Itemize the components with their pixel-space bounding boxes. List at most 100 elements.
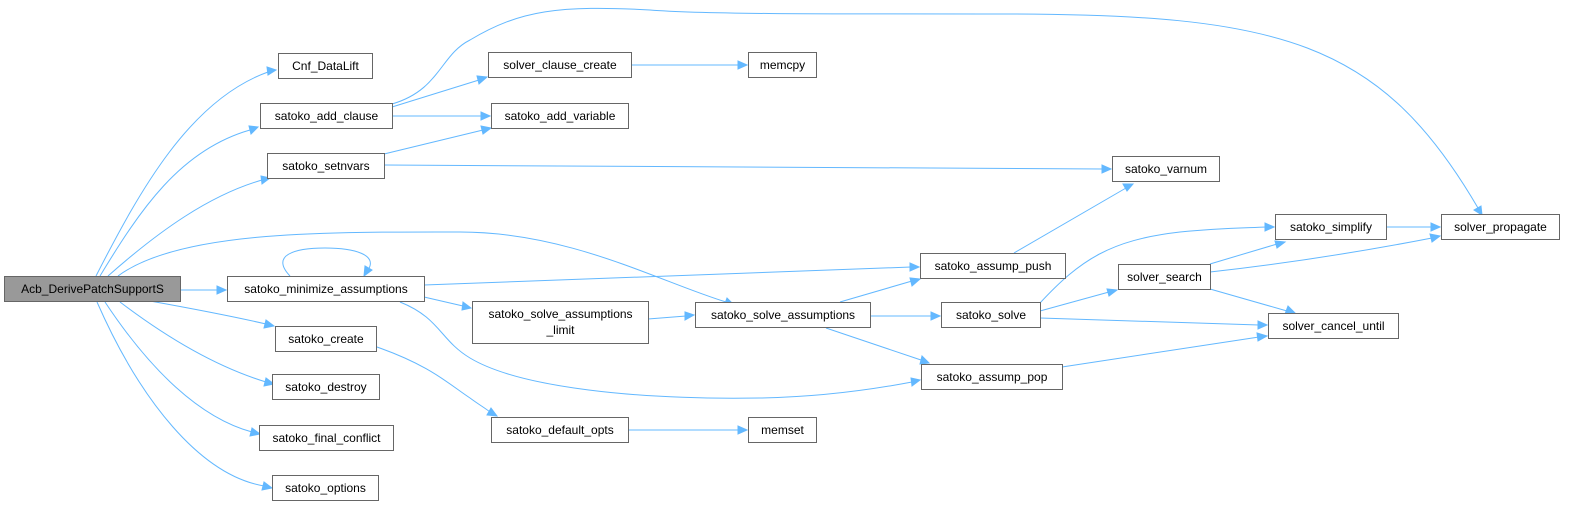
arrowhead <box>1429 233 1442 243</box>
arrowhead <box>461 301 473 311</box>
node-satoko-add-variable[interactable]: satoko_add_variable <box>491 103 629 129</box>
node-satoko-assump-push[interactable]: satoko_assump_push <box>920 253 1066 279</box>
edge-solve-to-search <box>1039 291 1110 312</box>
edge-setnvars-to-add-variable <box>383 129 484 155</box>
node-label: satoko_destroy <box>285 380 366 394</box>
arrowhead <box>480 125 493 135</box>
node-label: solver_search <box>1127 270 1202 284</box>
node-satoko-simplify[interactable]: satoko_simplify <box>1275 214 1387 240</box>
arrowhead <box>249 427 262 437</box>
edge-sal-to-solve-assumptions <box>647 315 687 320</box>
edge-minimize-to-sal <box>423 296 464 307</box>
edge-minimize-to-assump-push <box>423 266 912 286</box>
arrowhead <box>919 355 931 365</box>
edge-minimize-self-loop <box>282 247 371 277</box>
edge-assump-pop-to-cancel-until <box>1061 336 1260 368</box>
arrowhead <box>1284 305 1297 315</box>
node-label: satoko_options <box>285 481 366 495</box>
edge-assump-push-to-varnum <box>1013 187 1127 254</box>
node-label: satoko_simplify <box>1290 220 1372 234</box>
edge-add-clause-to-propagate <box>391 7 1479 209</box>
node-label-line2: _limit <box>545 323 575 337</box>
edge-solve-assumptions-to-assump-pop <box>825 327 922 361</box>
node-label: satoko_default_opts <box>506 423 613 437</box>
node-acb-derivepatchsupports[interactable]: Acb_DerivePatchSupportS <box>4 276 181 302</box>
node-satoko-solve[interactable]: satoko_solve <box>941 302 1041 328</box>
arrowhead <box>1274 240 1287 249</box>
node-satoko-default-opts[interactable]: satoko_default_opts <box>491 417 629 443</box>
edges <box>95 7 1483 491</box>
node-satoko-final-conflict[interactable]: satoko_final_conflict <box>259 425 394 451</box>
node-satoko-solve-assumptions-limit[interactable]: satoko_solve_assumptions _limit <box>472 301 649 344</box>
node-memcpy[interactable]: memcpy <box>748 52 817 78</box>
node-label: satoko_solve <box>956 308 1026 322</box>
arrowhead <box>363 265 373 278</box>
arrowhead <box>476 75 489 85</box>
node-label: satoko_assump_push <box>935 259 1052 273</box>
node-satoko-solve-assumptions[interactable]: satoko_solve_assumptions <box>695 302 871 328</box>
arrowhead <box>684 311 696 321</box>
node-label: solver_propagate <box>1454 220 1547 234</box>
node-solver-propagate[interactable]: solver_propagate <box>1441 214 1560 240</box>
arrowhead <box>909 262 921 272</box>
arrowhead <box>910 377 922 387</box>
node-label: Acb_DerivePatchSupportS <box>21 282 164 296</box>
node-label: memcpy <box>760 58 805 72</box>
arrowhead <box>930 311 942 321</box>
arrowhead <box>909 277 922 287</box>
edge-search-to-cancel-until <box>1209 288 1288 312</box>
node-solver-search[interactable]: solver_search <box>1118 264 1211 290</box>
node-satoko-setnvars[interactable]: satoko_setnvars <box>267 153 385 179</box>
arrowhead <box>266 66 278 76</box>
node-solver-clause-create[interactable]: solver_clause_create <box>488 52 632 78</box>
edge-root-to-create <box>149 300 267 325</box>
node-satoko-assump-pop[interactable]: satoko_assump_pop <box>921 364 1063 390</box>
edge-solve-to-simplify <box>1039 226 1267 304</box>
arrowhead <box>737 60 749 70</box>
edge-root-to-options <box>96 301 265 487</box>
arrowhead <box>1101 164 1113 174</box>
arrowhead <box>1256 332 1269 342</box>
node-solver-cancel-until[interactable]: solver_cancel_until <box>1268 313 1399 339</box>
arrowhead <box>737 425 749 435</box>
node-cnf-datalift[interactable]: Cnf_DataLift <box>278 53 373 79</box>
edge-root-to-add-clause <box>99 129 251 277</box>
arrowhead <box>1430 222 1442 232</box>
arrowhead <box>480 111 492 121</box>
edge-root-to-cnf-datalift <box>95 71 269 277</box>
arrowhead <box>261 481 274 491</box>
node-label-line1: satoko_solve_assumptions <box>488 307 632 321</box>
arrowhead <box>263 377 276 387</box>
node-label: satoko_add_variable <box>505 109 616 123</box>
node-label: satoko_final_conflict <box>272 431 381 445</box>
arrowhead <box>248 125 260 135</box>
node-label: solver_cancel_until <box>1282 319 1384 333</box>
edge-minimize-to-assump-pop <box>399 301 913 399</box>
node-label: satoko_create <box>288 332 364 346</box>
edge-root-to-solve-assumptions <box>117 231 727 303</box>
arrowhead <box>216 285 228 295</box>
node-satoko-varnum[interactable]: satoko_varnum <box>1112 156 1220 182</box>
edge-add-clause-to-clause-create <box>391 79 480 108</box>
node-satoko-options[interactable]: satoko_options <box>272 475 379 501</box>
node-satoko-minimize-assumptions[interactable]: satoko_minimize_assumptions <box>227 276 425 302</box>
node-memset[interactable]: memset <box>748 417 817 443</box>
edge-create-to-default-opts <box>373 345 491 413</box>
arrowhead <box>486 407 499 417</box>
node-satoko-create[interactable]: satoko_create <box>275 326 377 352</box>
edge-solve-to-cancel-until <box>1039 317 1260 326</box>
arrowhead <box>1264 222 1276 232</box>
edge-search-to-simplify <box>1209 243 1278 265</box>
arrowhead <box>1257 320 1269 330</box>
edge-search-to-propagate <box>1209 237 1433 273</box>
node-label: satoko_setnvars <box>282 159 369 173</box>
node-satoko-destroy[interactable]: satoko_destroy <box>272 374 380 400</box>
node-satoko-add-clause[interactable]: satoko_add_clause <box>260 103 393 129</box>
node-label: satoko_minimize_assumptions <box>244 282 407 296</box>
node-label: memset <box>761 423 804 437</box>
edge-root-to-setnvars <box>107 179 263 277</box>
node-label: satoko_varnum <box>1125 162 1207 176</box>
arrowhead <box>1473 205 1483 216</box>
node-label: Cnf_DataLift <box>292 59 359 73</box>
